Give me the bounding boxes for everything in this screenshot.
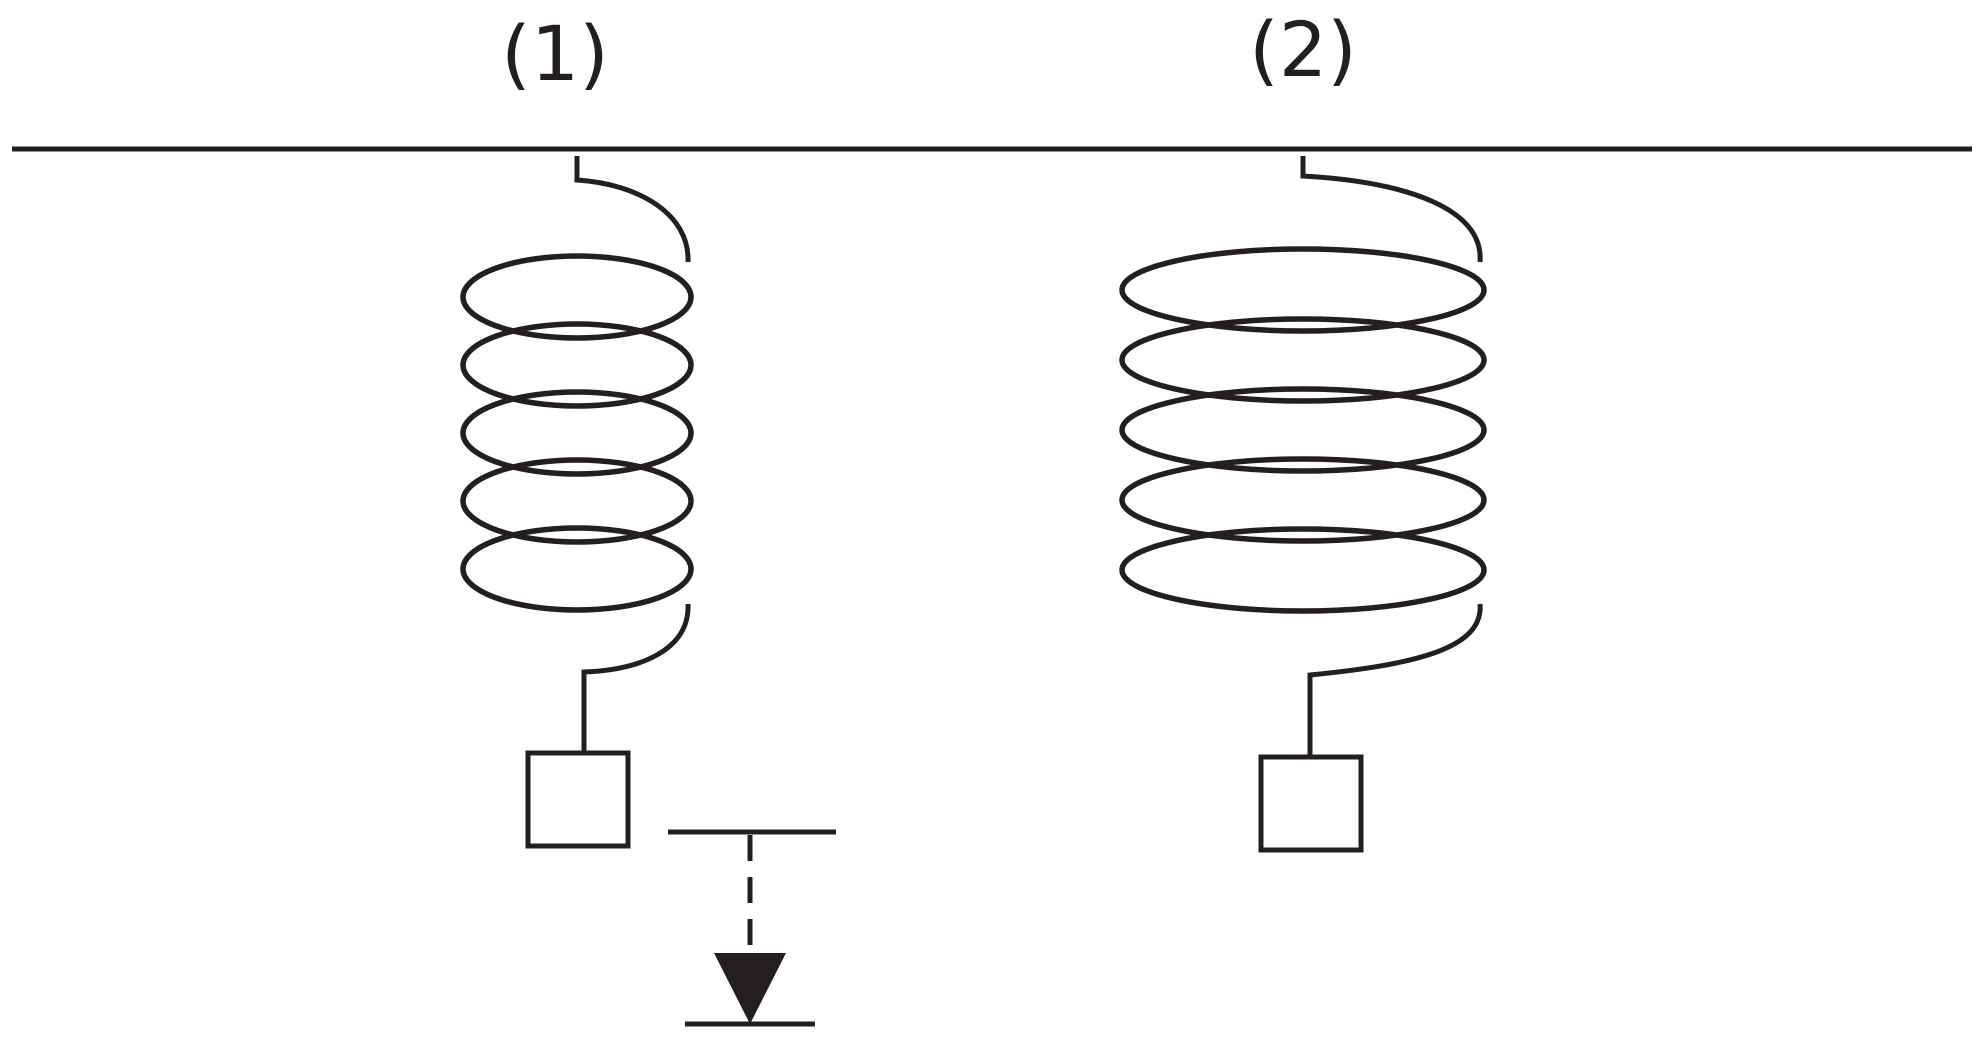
spring-1-coil-loop xyxy=(460,321,694,409)
spring-2-top-hook xyxy=(1300,156,1483,263)
spring-1-coil-loop xyxy=(460,525,694,613)
spring-1-bottom-hook xyxy=(581,603,691,752)
spring-2-coil-loop xyxy=(1119,386,1487,474)
label-spring-1: (1) xyxy=(501,9,609,98)
spring-2-coil-loop xyxy=(1119,526,1487,614)
spring-2-coil-loop xyxy=(1119,456,1487,544)
spring-1-top-hook xyxy=(574,156,691,263)
spring-2-assembly xyxy=(1119,156,1487,853)
spring-1-coil-loop xyxy=(460,457,694,545)
spring-2-bottom-hook xyxy=(1307,603,1483,756)
spring-1-coil-loop xyxy=(460,389,694,477)
spring-1-coils xyxy=(460,253,694,613)
spring-2-coil-loop xyxy=(1119,316,1487,404)
spring-1-coil-loop xyxy=(460,253,694,341)
label-spring-2: (2) xyxy=(1249,5,1357,94)
spring-2-coil-loop xyxy=(1119,246,1487,334)
spring-2-mass xyxy=(1258,754,1364,853)
spring-2-coils xyxy=(1119,246,1487,614)
spring-1-mass xyxy=(525,750,631,849)
down-arrow-icon xyxy=(714,953,786,1024)
spring-1-assembly xyxy=(460,156,836,1027)
